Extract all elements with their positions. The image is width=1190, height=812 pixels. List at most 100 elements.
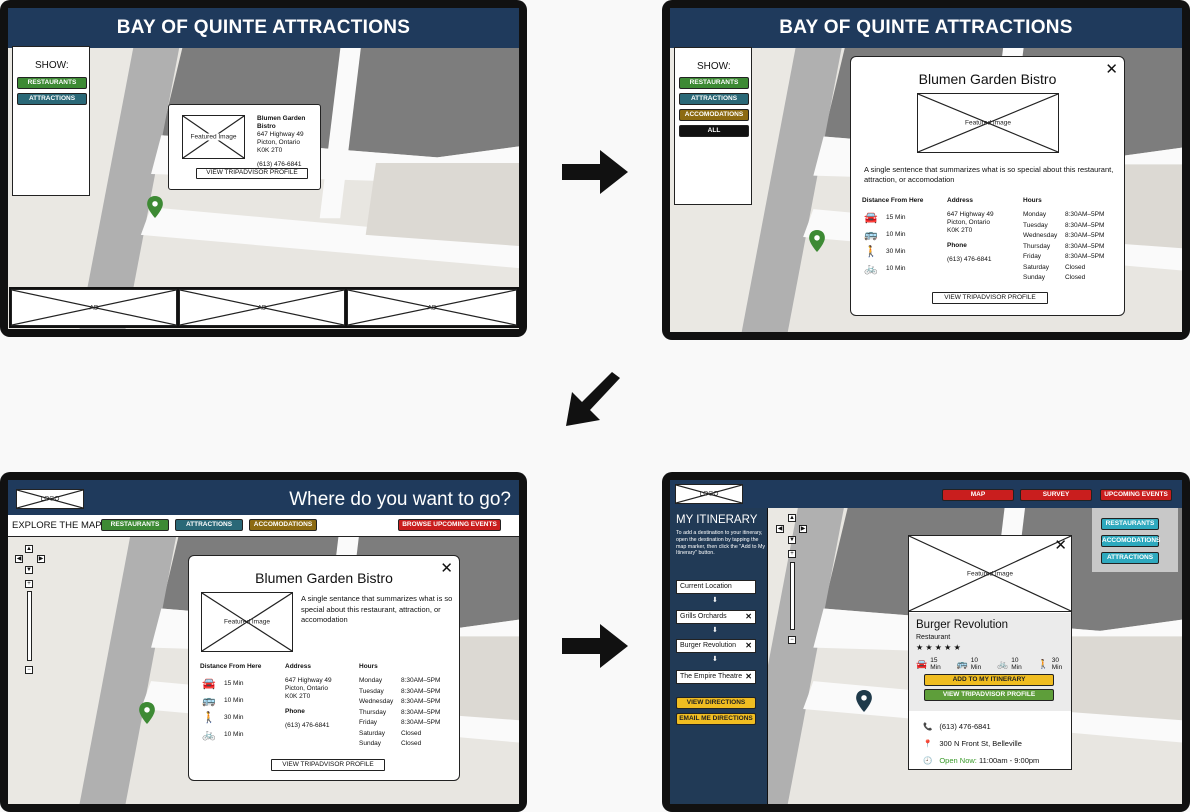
day: Wednesday <box>1023 232 1058 239</box>
remove-icon[interactable]: ✕ <box>745 672 752 681</box>
address-section: Address 647 Highway 49 Picton, Ontario K… <box>285 663 355 730</box>
accomodations-button[interactable]: ACCOMODATIONS <box>1101 535 1160 547</box>
bike-icon: 🚲 <box>864 263 878 275</box>
bus-icon: 🚌 <box>864 229 878 241</box>
restaurants-button[interactable]: RESTAURANTS <box>1101 518 1159 530</box>
map-marker-icon[interactable] <box>856 690 872 712</box>
hours-header: Hours <box>1023 197 1042 204</box>
map-marker-icon[interactable] <box>147 196 163 218</box>
accomodations-button[interactable]: ACCOMODATIONS <box>679 109 749 121</box>
pan-right-icon[interactable]: ▶ <box>37 555 45 563</box>
time: Closed <box>401 740 422 747</box>
nav-events-button[interactable]: UPCOMING EVENTS <box>1100 489 1172 501</box>
email-directions-button[interactable]: EMAIL ME DIRECTIONS <box>676 713 756 725</box>
arrow-down-icon: ⬇ <box>712 656 718 663</box>
pan-left-icon[interactable]: ◀ <box>15 555 23 563</box>
remove-icon[interactable]: ✕ <box>745 641 752 650</box>
time: Closed <box>1065 274 1086 281</box>
close-icon[interactable]: ✕ <box>1105 61 1118 78</box>
featured-image-placeholder: Featured Image <box>201 592 293 652</box>
time: 8:30AM–5PM <box>401 687 441 695</box>
itinerary-item-label: Current Location <box>680 583 732 590</box>
close-icon[interactable]: ✕ <box>1054 537 1067 554</box>
day: Wednesday <box>359 698 394 705</box>
zoom-in-icon[interactable]: + <box>788 550 796 558</box>
remove-icon[interactable]: ✕ <box>745 612 752 621</box>
phone-header: Phone <box>285 708 305 715</box>
itinerary-item[interactable]: Burger Revolution✕ <box>676 639 756 653</box>
show-label: SHOW: <box>35 60 69 71</box>
nav-map-button[interactable]: MAP <box>942 489 1014 501</box>
view-tripadvisor-button[interactable]: VIEW TRIPADVISOR PROFILE <box>271 759 385 771</box>
pan-right-icon[interactable]: ▶ <box>799 525 807 533</box>
address-line-2: Picton, Ontario <box>947 219 990 226</box>
pan-down-icon[interactable]: ▼ <box>25 566 33 574</box>
address-line-3: K0K 2T0 <box>257 147 283 154</box>
screen-3: LOGO Where do you want to go? EXPLORE TH… <box>0 472 527 812</box>
view-tripadvisor-button[interactable]: VIEW TRIPADVISOR PROFILE <box>196 168 308 179</box>
attractions-button[interactable]: ATTRACTIONS <box>679 93 749 105</box>
view-directions-button[interactable]: VIEW DIRECTIONS <box>676 697 756 709</box>
show-label: SHOW: <box>697 61 731 72</box>
pan-down-icon[interactable]: ▼ <box>788 536 796 544</box>
place-name: Burger Revolution <box>916 619 1009 631</box>
accomodations-button[interactable]: ACCOMODATIONS <box>249 519 317 531</box>
zoom-in-icon[interactable]: + <box>25 580 33 588</box>
distance-bus: 🚌10 Min <box>862 226 942 243</box>
itinerary-item[interactable]: Grills Orchards✕ <box>676 610 756 624</box>
close-icon[interactable]: ✕ <box>440 560 453 577</box>
all-button[interactable]: ALL <box>679 125 749 137</box>
distance-value: 10 Min <box>886 265 906 272</box>
pan-up-icon[interactable]: ▲ <box>25 545 33 553</box>
itinerary-item[interactable]: The Empire Theatre✕ <box>676 670 756 684</box>
map-marker-icon[interactable] <box>139 702 155 724</box>
travel-time: 15 Min <box>930 657 941 671</box>
bike-icon: 🚲 <box>202 729 216 741</box>
address-line-1: 647 Highway 49 <box>257 131 304 138</box>
pan-up-icon[interactable]: ▲ <box>788 514 796 522</box>
place-name: Blumen Garden Bistro <box>918 71 1057 87</box>
pan-left-icon[interactable]: ◀ <box>776 525 784 533</box>
distance-car: 🚘15 Min <box>862 209 942 226</box>
distance-walk: 🚶30 Min <box>862 243 942 260</box>
day: Monday <box>359 677 383 684</box>
address-line-1: 647 Highway 49 <box>947 211 994 218</box>
restaurants-button[interactable]: RESTAURANTS <box>17 77 87 89</box>
attractions-button[interactable]: ATTRACTIONS <box>1101 552 1159 564</box>
hours-header: Hours <box>359 663 378 670</box>
detail-modal: ✕ Blumen Garden Bistro Featured Image A … <box>188 555 460 781</box>
time: 8:30AM–5PM <box>1065 232 1105 239</box>
zoom-slider[interactable] <box>27 591 32 661</box>
map-marker-icon[interactable] <box>809 230 825 252</box>
restaurants-button[interactable]: RESTAURANTS <box>679 77 749 89</box>
arrow-down-icon: ⬇ <box>712 597 718 604</box>
zoom-slider[interactable] <box>790 562 795 630</box>
distance-bike: 🚲10 Min <box>200 726 280 743</box>
view-tripadvisor-button[interactable]: VIEW TRIPADVISOR PROFILE <box>932 292 1048 304</box>
attractions-button[interactable]: ATTRACTIONS <box>175 519 243 531</box>
view-tripadvisor-button[interactable]: VIEW TRIPADVISOR PROFILE <box>924 689 1054 701</box>
day: Saturday <box>1023 263 1050 271</box>
address-line-3: K0K 2T0 <box>947 227 973 234</box>
restaurants-button[interactable]: RESTAURANTS <box>101 519 169 531</box>
browse-events-button[interactable]: BROWSE UPCOMING EVENTS <box>398 519 501 531</box>
itinerary-item[interactable]: Current Location <box>676 580 756 594</box>
zoom-out-icon[interactable]: − <box>788 636 796 644</box>
page-heading: Where do you want to go? <box>289 489 511 510</box>
attractions-button[interactable]: ATTRACTIONS <box>17 93 87 105</box>
time: Closed <box>401 729 422 737</box>
distance-value: 10 Min <box>224 697 244 704</box>
day: Sunday <box>359 740 382 747</box>
add-to-itinerary-button[interactable]: ADD TO MY ITINERARY <box>924 674 1054 686</box>
address-text: 300 N Front St, Belleville <box>939 739 1022 748</box>
distance-section: Distance From Here 🚘15 Min 🚌10 Min 🚶30 M… <box>862 197 942 277</box>
phone-number: (613) 476-6841 <box>939 722 991 731</box>
featured-image-placeholder: Featured Image <box>182 115 245 159</box>
zoom-out-icon[interactable]: − <box>25 666 33 674</box>
nav-survey-button[interactable]: SURVEY <box>1020 489 1092 501</box>
bike-icon: 🚲 <box>997 658 1009 669</box>
